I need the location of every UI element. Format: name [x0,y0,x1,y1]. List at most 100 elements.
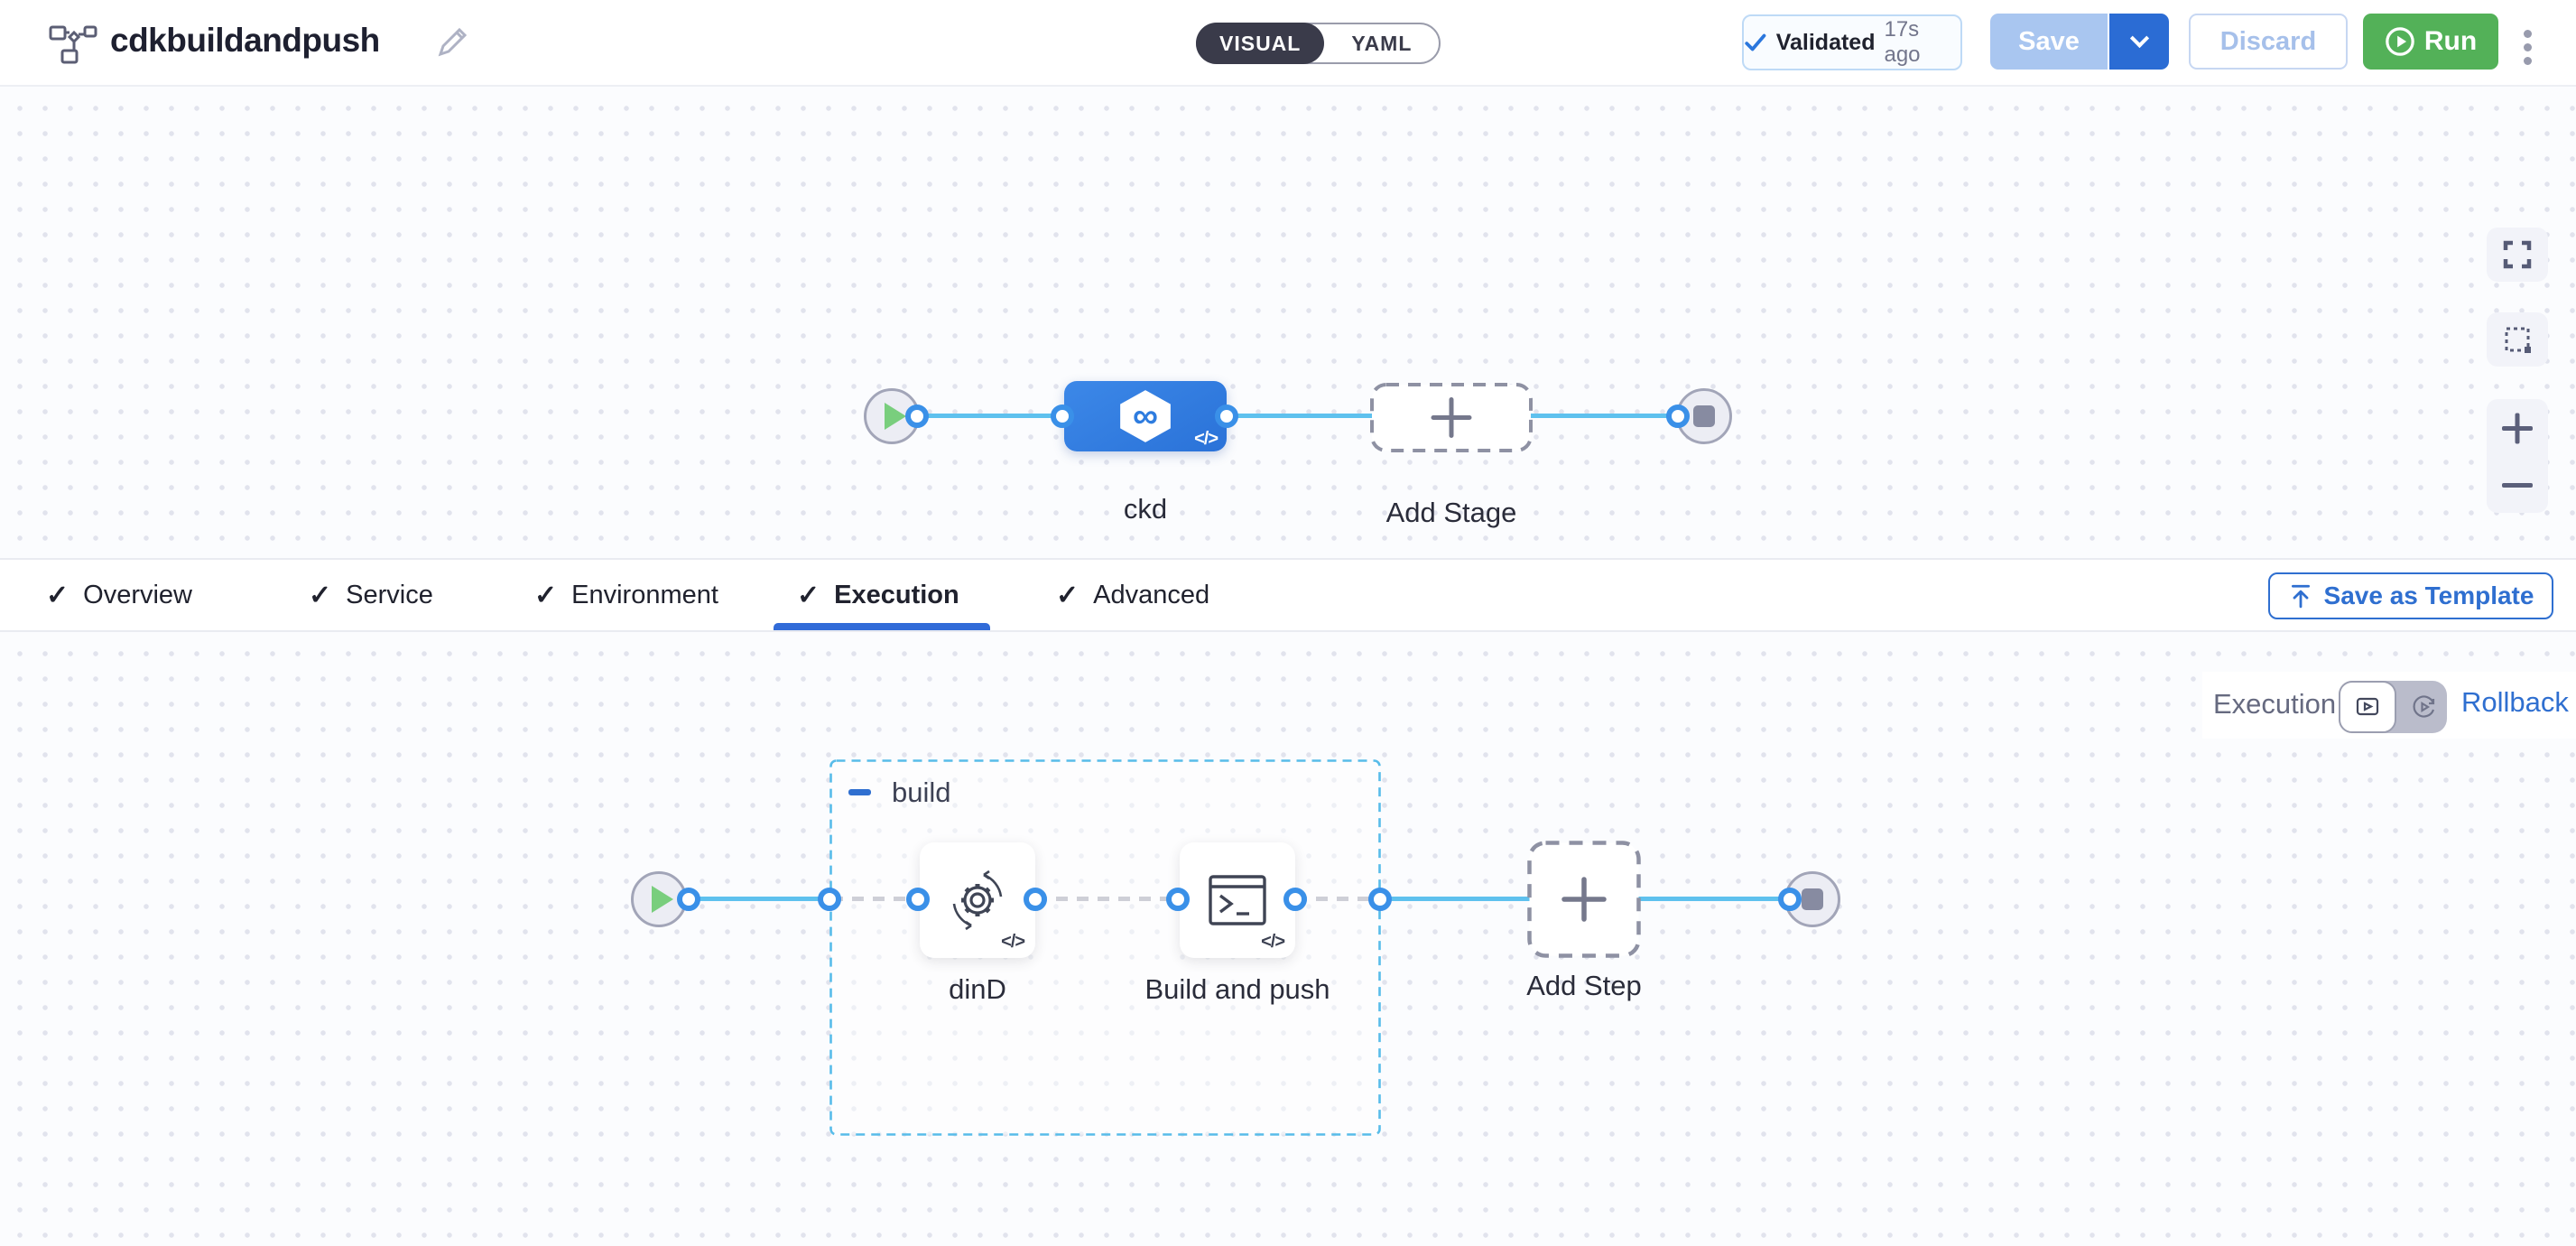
step-label: Build and push [1144,973,1330,1005]
upload-icon [2291,584,2310,609]
check-icon: ✓ [309,580,332,610]
chevron-down-icon [2129,28,2149,49]
minus-icon [2502,483,2533,488]
tab-yaml[interactable]: YAML [1351,31,1413,55]
port[interactable] [906,888,930,911]
plus-icon [1561,877,1607,922]
port[interactable] [677,888,700,911]
stage-tabbar: ✓ Overview ✓ Service ✓ Environment ✓ Exe… [0,558,2576,632]
port[interactable] [1051,404,1074,428]
pipeline-graph-icon [49,23,97,70]
port[interactable] [1166,888,1190,911]
zoom-in-button[interactable] [2487,399,2548,456]
tab-overview[interactable]: ✓ Overview [46,560,192,630]
execution-play-icon [2356,697,2379,716]
svg-text:∞: ∞ [1133,395,1158,435]
selection-box-icon [2505,327,2531,353]
page-title: cdkbuildandpush [110,22,380,59]
plus-icon [1431,397,1472,438]
ci-stage-hexagon-icon: ∞ [1120,390,1171,442]
rollback-retry-icon [2413,695,2435,718]
stage-label: ckd [1123,493,1168,525]
port[interactable] [1368,888,1392,911]
code-badge-icon[interactable]: </> [1001,932,1025,952]
tab-execution[interactable]: ✓ Execution [797,560,959,630]
step-node-build-and-push[interactable]: </> [1180,842,1295,958]
tab-label: Execution [834,580,959,609]
discard-button[interactable]: Discard [2189,14,2348,70]
port[interactable] [1778,888,1802,911]
tab-label: Advanced [1093,580,1210,609]
port[interactable] [1283,888,1307,911]
tab-label: Overview [83,580,192,609]
edge-line-dashed [1035,897,1180,901]
execution-canvas[interactable]: Execution Rollback build [0,632,2576,1246]
add-stage-button[interactable] [1369,382,1534,453]
fullscreen-icon [2503,240,2532,269]
code-badge-icon[interactable]: </> [1194,429,1219,449]
add-step-button[interactable] [1526,840,1642,959]
multi-select-button[interactable] [2487,312,2548,367]
check-icon: ✓ [534,580,558,610]
tab-label: Service [346,580,433,609]
tab-advanced[interactable]: ✓ Advanced [1056,560,1209,630]
check-icon: ✓ [797,580,820,610]
step-label: dinD [949,973,1006,1005]
check-icon [1745,33,1766,51]
edge-line-dashed [1295,897,1380,901]
save-as-template-button[interactable]: Save as Template [2268,572,2553,619]
zoom-panel [2487,399,2548,513]
edge-line-dashed [831,897,918,901]
rollback-link[interactable]: Rollback [2461,686,2569,718]
step-group-build-box[interactable] [829,759,1381,1136]
fullscreen-button[interactable] [2487,228,2548,282]
zoom-out-button[interactable] [2487,456,2548,513]
execution-mode-label: Execution [2213,688,2337,720]
collapse-group-button[interactable] [848,789,871,795]
start-play-icon [884,403,906,430]
run-play-icon [2386,27,2414,56]
port[interactable] [1666,404,1690,428]
rollback-mode-button[interactable] [2402,681,2447,733]
edge-line [689,897,831,901]
stage-edge-line [917,414,1681,418]
tab-visual[interactable]: VISUAL [1196,23,1325,64]
save-split-button: Save [1990,14,2169,70]
save-as-template-label: Save as Template [2323,581,2534,609]
stage-node-ckd[interactable]: ∞ </> [1064,381,1227,451]
stop-icon [1802,888,1823,910]
validated-badge[interactable]: Validated 17s ago [1742,14,1962,70]
docker-in-docker-gear-icon [952,869,1003,931]
tab-service[interactable]: ✓ Service [309,560,433,630]
port[interactable] [818,888,841,911]
edit-pencil-icon[interactable] [433,23,471,66]
tab-environment[interactable]: ✓ Environment [534,560,718,630]
execution-rollback-toggle [2339,681,2447,733]
check-icon: ✓ [1056,580,1080,610]
validated-label: Validated [1775,29,1876,55]
step-node-dind[interactable]: </> [920,842,1035,958]
active-tab-underline [774,623,990,630]
add-step-label: Add Step [1526,970,1642,1001]
more-options-kebab-icon[interactable] [2520,26,2535,69]
save-button[interactable]: Save [1990,14,2109,70]
terminal-icon [1209,875,1266,925]
step-group-label: build [892,776,951,808]
check-icon: ✓ [46,580,69,610]
visual-yaml-toggle: VISUAL YAML [1196,23,1441,64]
run-label: Run [2423,26,2478,56]
tab-label: Environment [571,580,718,609]
code-badge-icon[interactable]: </> [1261,932,1285,952]
add-stage-label: Add Stage [1385,497,1517,528]
execution-mode-button[interactable] [2339,681,2396,733]
save-dropdown-button[interactable] [2109,14,2169,70]
stage-canvas[interactable]: ∞ </> ckd Add Stage [0,87,2576,558]
port[interactable] [1024,888,1047,911]
port[interactable] [905,404,929,428]
stop-icon [1693,405,1715,427]
header-bar: cdkbuildandpush VISUAL YAML Validated 17… [0,0,2576,87]
validated-time: 17s ago [1884,17,1921,67]
port[interactable] [1215,404,1238,428]
run-button[interactable]: Run [2363,14,2498,70]
start-play-icon [651,886,673,913]
